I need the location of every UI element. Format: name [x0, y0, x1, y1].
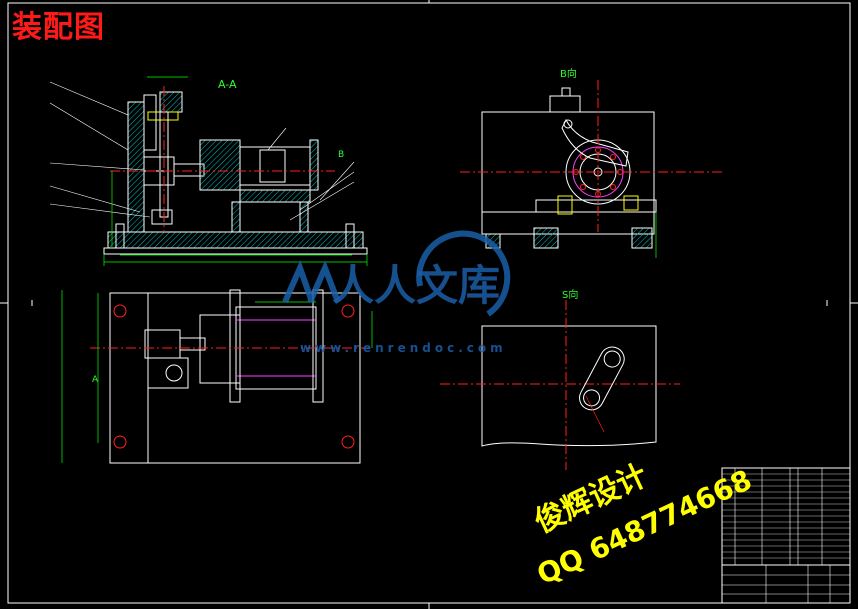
watermark-url: www.renrendoc.com	[300, 341, 507, 355]
view-a-marker: A	[92, 375, 99, 385]
view-s-label: S向	[562, 288, 578, 301]
view-b	[460, 80, 722, 258]
view-s	[440, 300, 680, 470]
watermark-logo	[282, 230, 511, 317]
watermark-brand: 人人文库	[332, 261, 500, 310]
view-b-label: B向	[560, 67, 577, 80]
view-b-marker: B	[338, 150, 344, 160]
section-aa-view	[49, 76, 368, 266]
title-block	[721, 467, 851, 604]
page-title: 装配图	[12, 10, 105, 45]
section-aa-label: A-A	[218, 78, 237, 91]
plan-view	[61, 289, 373, 464]
